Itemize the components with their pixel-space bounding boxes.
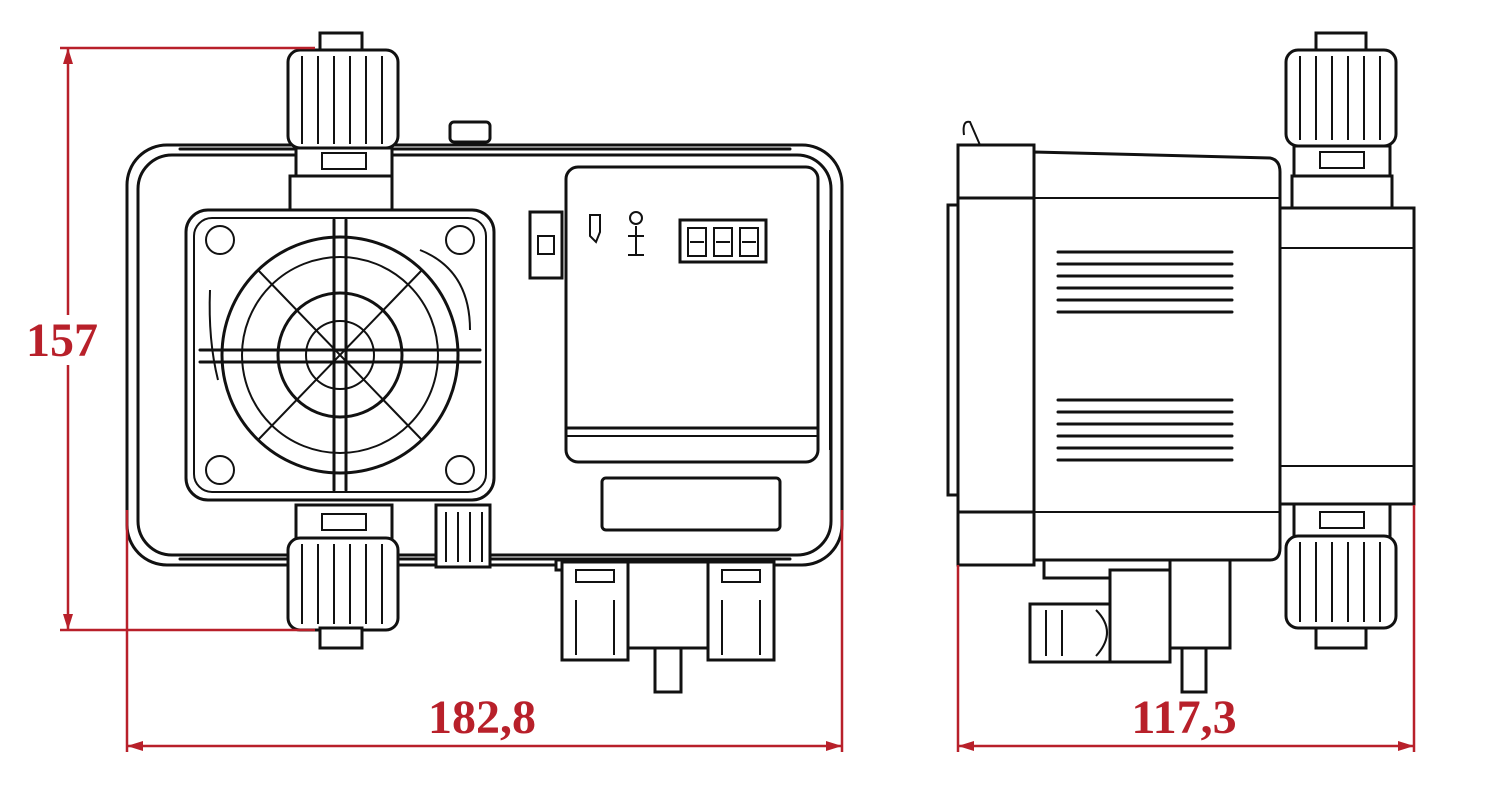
top-handle <box>448 120 492 144</box>
side-bottom-valve <box>1284 502 1398 650</box>
front-view <box>125 31 844 694</box>
side-top-valve <box>1284 31 1398 210</box>
dimension-height: 157 <box>22 46 315 632</box>
digital-display <box>678 218 768 264</box>
dimension-side-width: 117,3 <box>956 505 1416 752</box>
bottom-valve-fitting <box>286 503 400 650</box>
dimension-height-label: 157 <box>26 314 98 367</box>
hand-icon <box>589 214 601 244</box>
side-bottom-connectors <box>1028 558 1232 694</box>
front-flange <box>946 120 1036 567</box>
side-body <box>1032 150 1282 562</box>
side-pump-head <box>1278 206 1416 506</box>
label-plate <box>600 476 782 532</box>
control-panel <box>564 165 820 532</box>
side-view <box>946 31 1416 694</box>
side-connector <box>528 210 564 280</box>
bottom-connectors <box>554 558 776 694</box>
dimension-front-width: 182,8 <box>125 510 844 752</box>
pump-head <box>184 208 496 502</box>
vent-grille-bottom <box>1056 398 1234 462</box>
dimension-front-width-label: 182,8 <box>428 691 536 744</box>
dimension-side-width-label: 117,3 <box>1131 691 1236 744</box>
vent-grille-top <box>1056 250 1234 314</box>
adjust-icon <box>628 211 644 256</box>
cable-gland <box>434 503 492 569</box>
